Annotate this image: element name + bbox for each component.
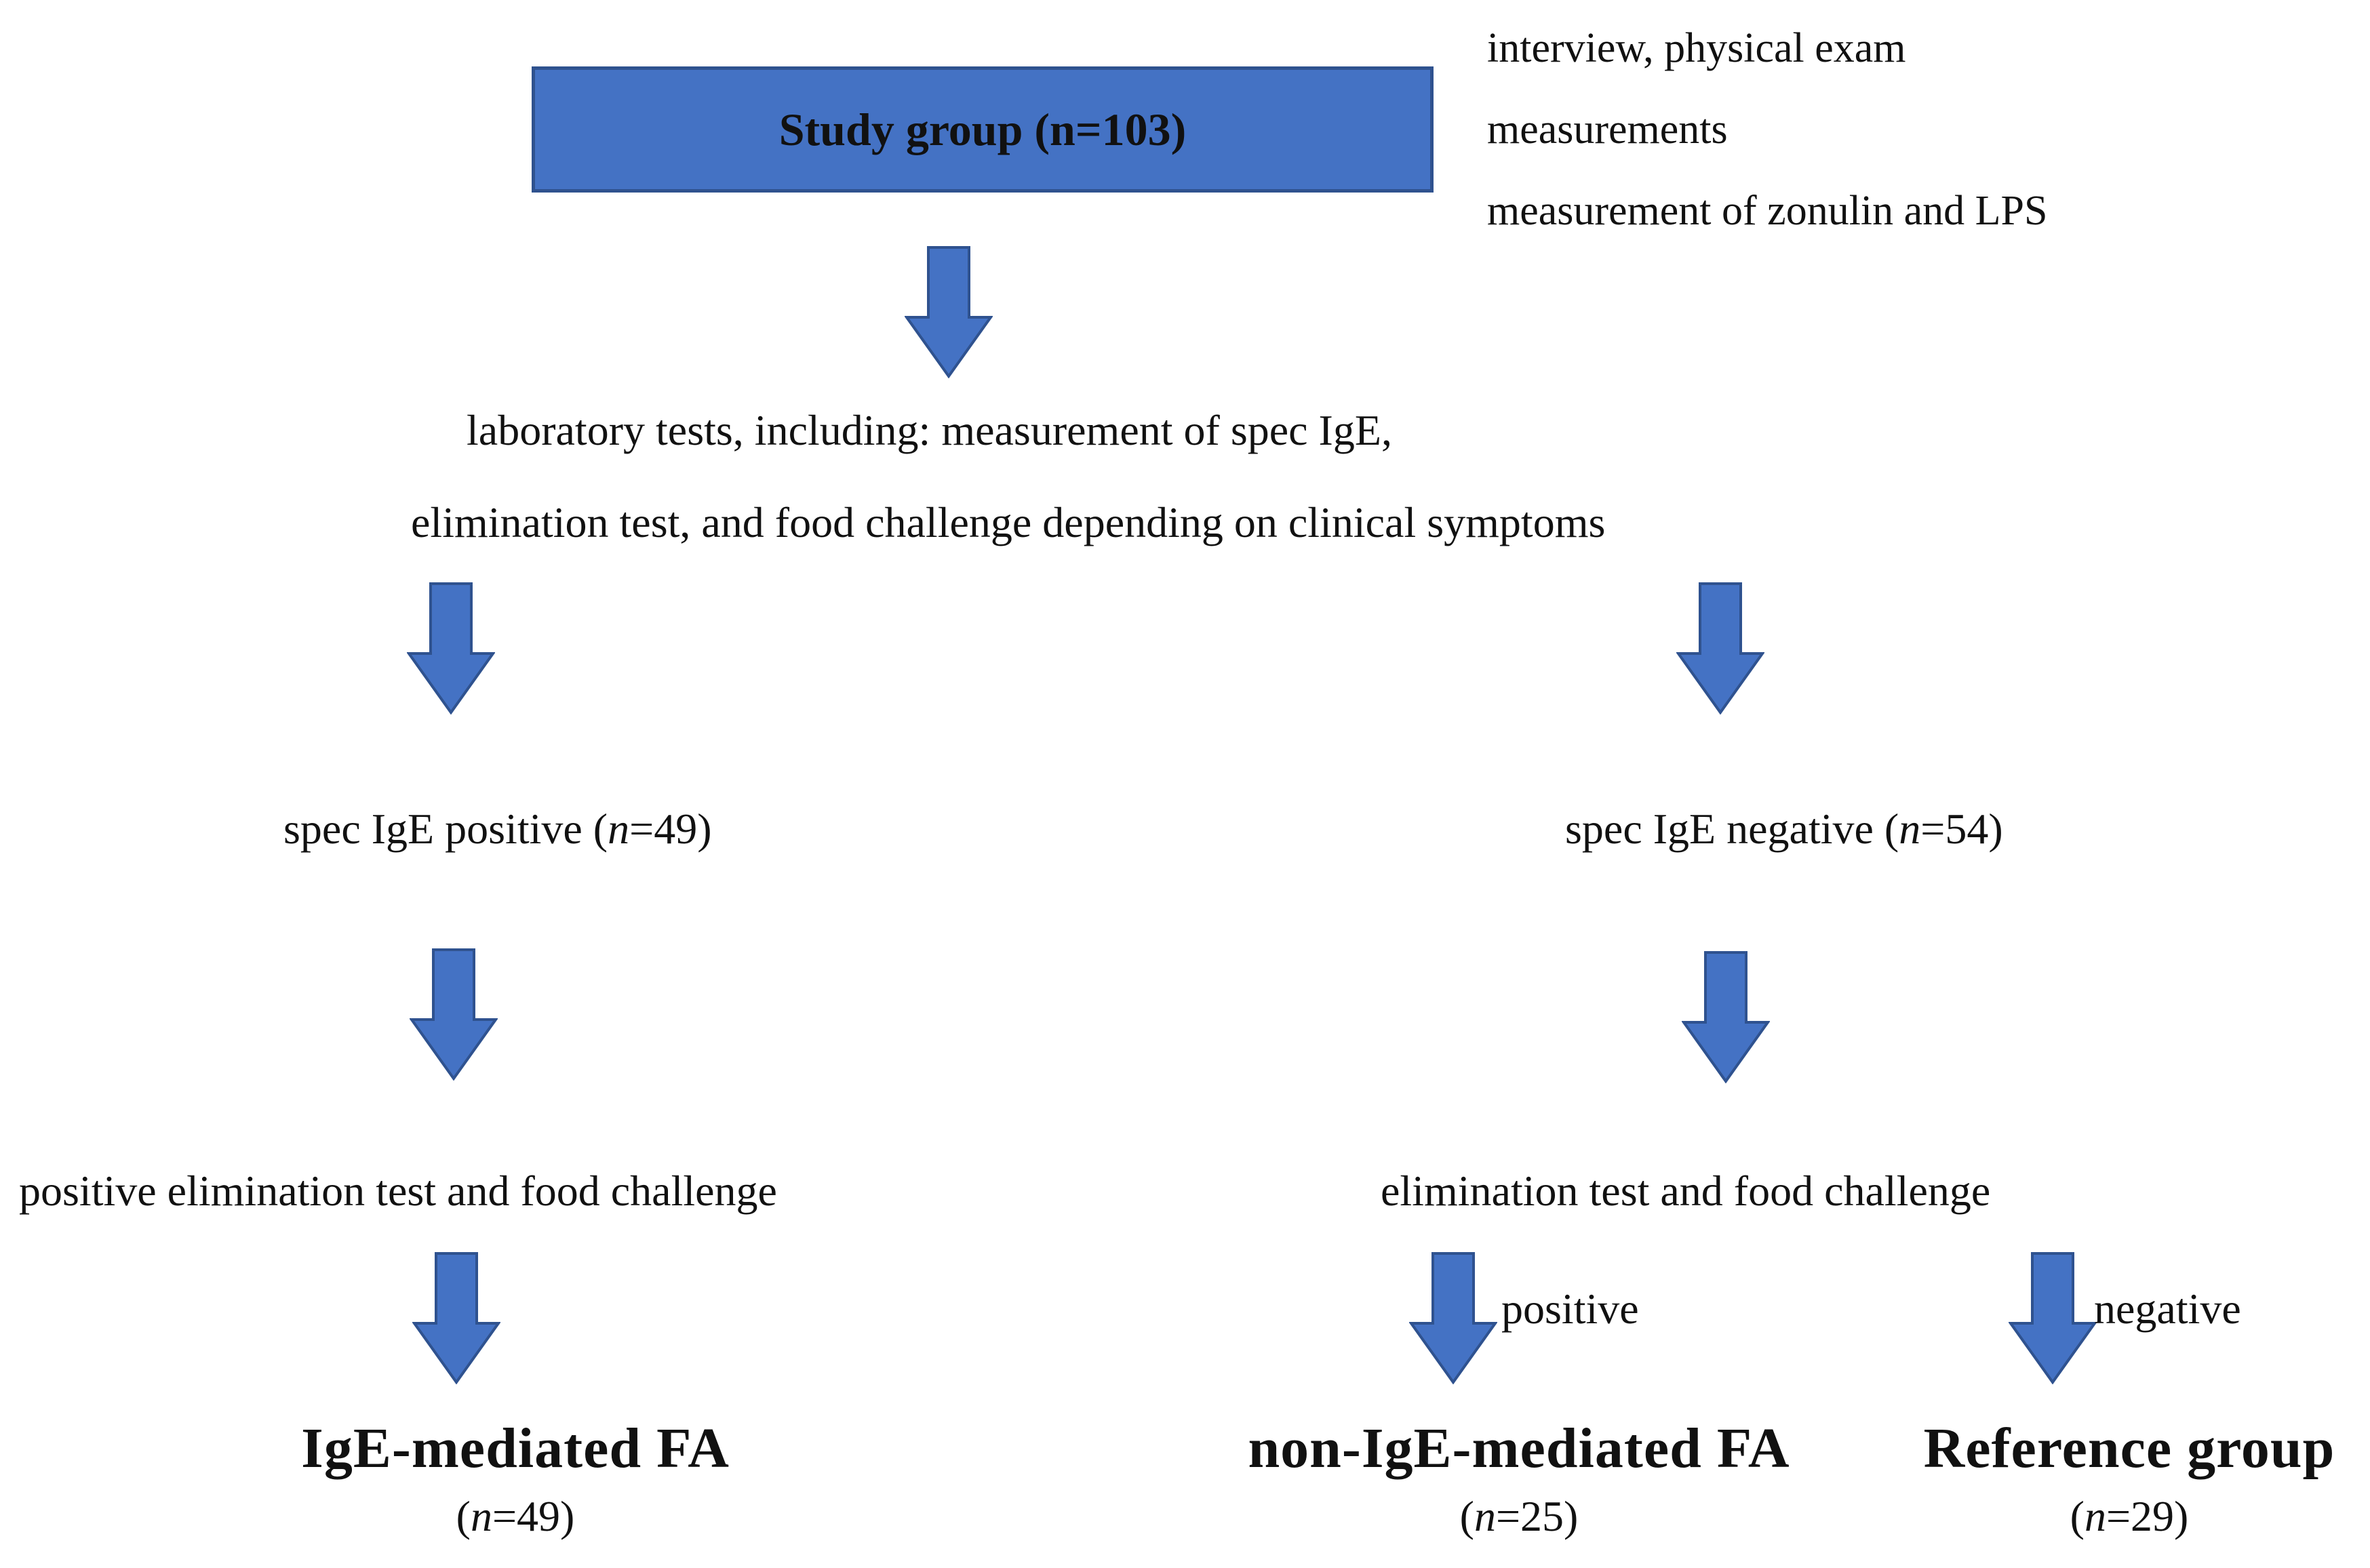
study-group-label: Study group (n=103) — [778, 103, 1187, 155]
outcome-ige-mediated-title: IgE-mediated FA — [301, 1417, 730, 1480]
side-note-measurements: measurements — [1487, 106, 1728, 153]
outcome-1-n: n — [1474, 1492, 1496, 1540]
side-note-interview: interview, physical exam — [1487, 25, 1906, 71]
study-group-box: Study group (n=103) — [532, 66, 1434, 193]
outcome-ige-mediated-n: (n=49) — [203, 1491, 827, 1542]
down-arrow-icon — [412, 1251, 500, 1384]
down-arrow-icon — [1409, 1251, 1497, 1384]
outcome-non-ige-mediated-n: (n=25) — [1180, 1491, 1858, 1542]
outcome-2-open: ( — [2070, 1492, 2085, 1540]
branch-right-prefix: spec IgE negative ( — [1565, 805, 1899, 853]
lab-tests-line2: elimination test, and food challenge dep… — [411, 498, 1606, 546]
spec-ige-negative: spec IgE negative (n=54) — [1565, 804, 2003, 854]
lab-tests-line1: laboratory tests, including: measurement… — [467, 406, 1392, 454]
down-arrow-icon — [1682, 950, 1770, 1083]
side-note-zonulin: measurement of zonulin and LPS — [1487, 188, 2048, 234]
down-arrow-icon — [905, 245, 993, 378]
elimination-test: elimination test and food challenge — [1381, 1167, 1991, 1215]
positive-elimination-test: positive elimination test and food chall… — [19, 1167, 777, 1215]
down-arrow-icon — [1676, 582, 1764, 715]
branch-left-suffix: =49) — [629, 805, 712, 853]
outcome-1-open: ( — [1459, 1492, 1474, 1540]
outcome-reference-group-n: (n=29) — [1892, 1491, 2367, 1542]
branch-left-prefix: spec IgE positive ( — [283, 805, 608, 853]
branch-left-n: n — [608, 805, 630, 853]
down-arrow-icon — [407, 582, 495, 715]
outcome-0-n: n — [470, 1492, 492, 1540]
branch-right-suffix: =54) — [1920, 805, 2003, 853]
down-arrow-icon — [410, 948, 498, 1081]
outcome-reference-group-title: Reference group — [1923, 1417, 2335, 1480]
outcome-0-rest: =49) — [492, 1492, 575, 1540]
down-arrow-icon — [2009, 1251, 2097, 1384]
outcome-1-rest: =25) — [1495, 1492, 1579, 1540]
outcome-0-open: ( — [456, 1492, 471, 1540]
outcome-2-rest: =29) — [2106, 1492, 2189, 1540]
branch-right-n: n — [1899, 805, 1921, 853]
outcome-2-n: n — [2084, 1492, 2106, 1540]
spec-ige-positive: spec IgE positive (n=49) — [283, 804, 712, 854]
outcome-non-ige-mediated-title: non-IgE-mediated FA — [1248, 1417, 1790, 1480]
positive-arrow-label: positive — [1501, 1285, 1639, 1333]
negative-arrow-label: negative — [2094, 1285, 2241, 1333]
